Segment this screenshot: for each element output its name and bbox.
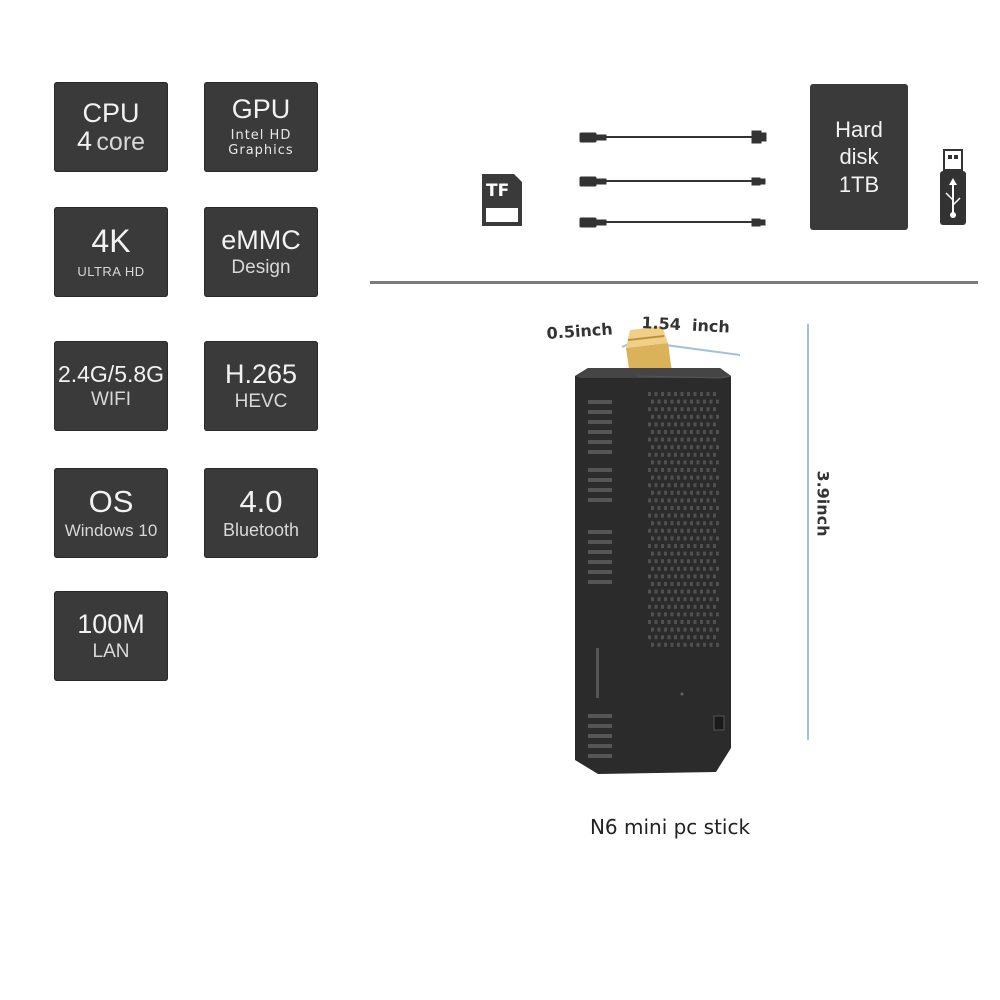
product-caption: N6 mini pc stick bbox=[589, 815, 751, 839]
spec-tile-hevc: H.265 HEVC bbox=[204, 341, 318, 431]
spec-title: 2.4G/5.8G bbox=[57, 361, 165, 388]
side-vents bbox=[588, 400, 612, 758]
spec-subtitle: Windows 10 bbox=[64, 520, 158, 540]
height-dimension-label: 3.9inch bbox=[813, 470, 833, 537]
cable-icon bbox=[579, 217, 766, 228]
mini-pc-stick bbox=[575, 326, 732, 774]
cpu-core-count: 4 bbox=[76, 126, 92, 156]
hard-disk-tile: Hard disk 1TB bbox=[810, 84, 908, 230]
spec-subtitle: LAN bbox=[92, 640, 130, 662]
spec-title: H.265 bbox=[224, 359, 298, 390]
spec-title: eMMC bbox=[221, 225, 301, 256]
spec-subtitle: ULTRA HD bbox=[77, 263, 145, 279]
cable-icon bbox=[579, 176, 766, 187]
spec-title: 100M bbox=[77, 609, 145, 640]
spec-title: OS bbox=[88, 484, 134, 520]
tf-card-icon bbox=[482, 174, 522, 226]
vent-grille bbox=[648, 392, 719, 647]
spec-tile-bluetooth: 4.0 Bluetooth bbox=[204, 468, 318, 558]
hard-disk-line-3: 1TB bbox=[838, 171, 880, 197]
spec-tile-wifi: 2.4G/5.8G WIFI bbox=[54, 341, 168, 431]
spec-subtitle-1: Intel HD bbox=[230, 127, 292, 143]
spec-tile-emmc: eMMC Design bbox=[204, 207, 318, 297]
hard-disk-line-2: disk bbox=[839, 144, 879, 170]
spec-subtitle: WIFI bbox=[90, 388, 132, 410]
spec-subtitle: HEVC bbox=[234, 390, 288, 412]
spec-subtitle: Design bbox=[231, 256, 291, 278]
cable-icon bbox=[579, 130, 767, 144]
spec-tile-cpu: CPU 4 core bbox=[54, 82, 168, 172]
spec-tile-4k: 4K ULTRA HD bbox=[54, 207, 168, 297]
spec-title: GPU bbox=[231, 94, 291, 125]
cpu-core-word: core bbox=[96, 128, 146, 156]
usb-drive-icon bbox=[940, 149, 966, 225]
spec-title: 4K bbox=[91, 223, 131, 260]
spec-subtitle: 4 core bbox=[77, 127, 145, 155]
spec-subtitle: Bluetooth bbox=[222, 520, 300, 541]
spec-title: CPU bbox=[82, 97, 140, 128]
spec-tile-lan: 100M LAN bbox=[54, 591, 168, 681]
tf-card-label: TF bbox=[486, 181, 510, 201]
spec-tile-os: OS Windows 10 bbox=[54, 468, 168, 558]
spec-title: 4.0 bbox=[239, 483, 283, 519]
spec-subtitle-2: Graphics bbox=[228, 143, 294, 159]
spec-tile-gpu: GPU Intel HD Graphics bbox=[204, 82, 318, 172]
hard-disk-line-1: Hard bbox=[835, 116, 883, 142]
section-divider bbox=[370, 281, 978, 284]
